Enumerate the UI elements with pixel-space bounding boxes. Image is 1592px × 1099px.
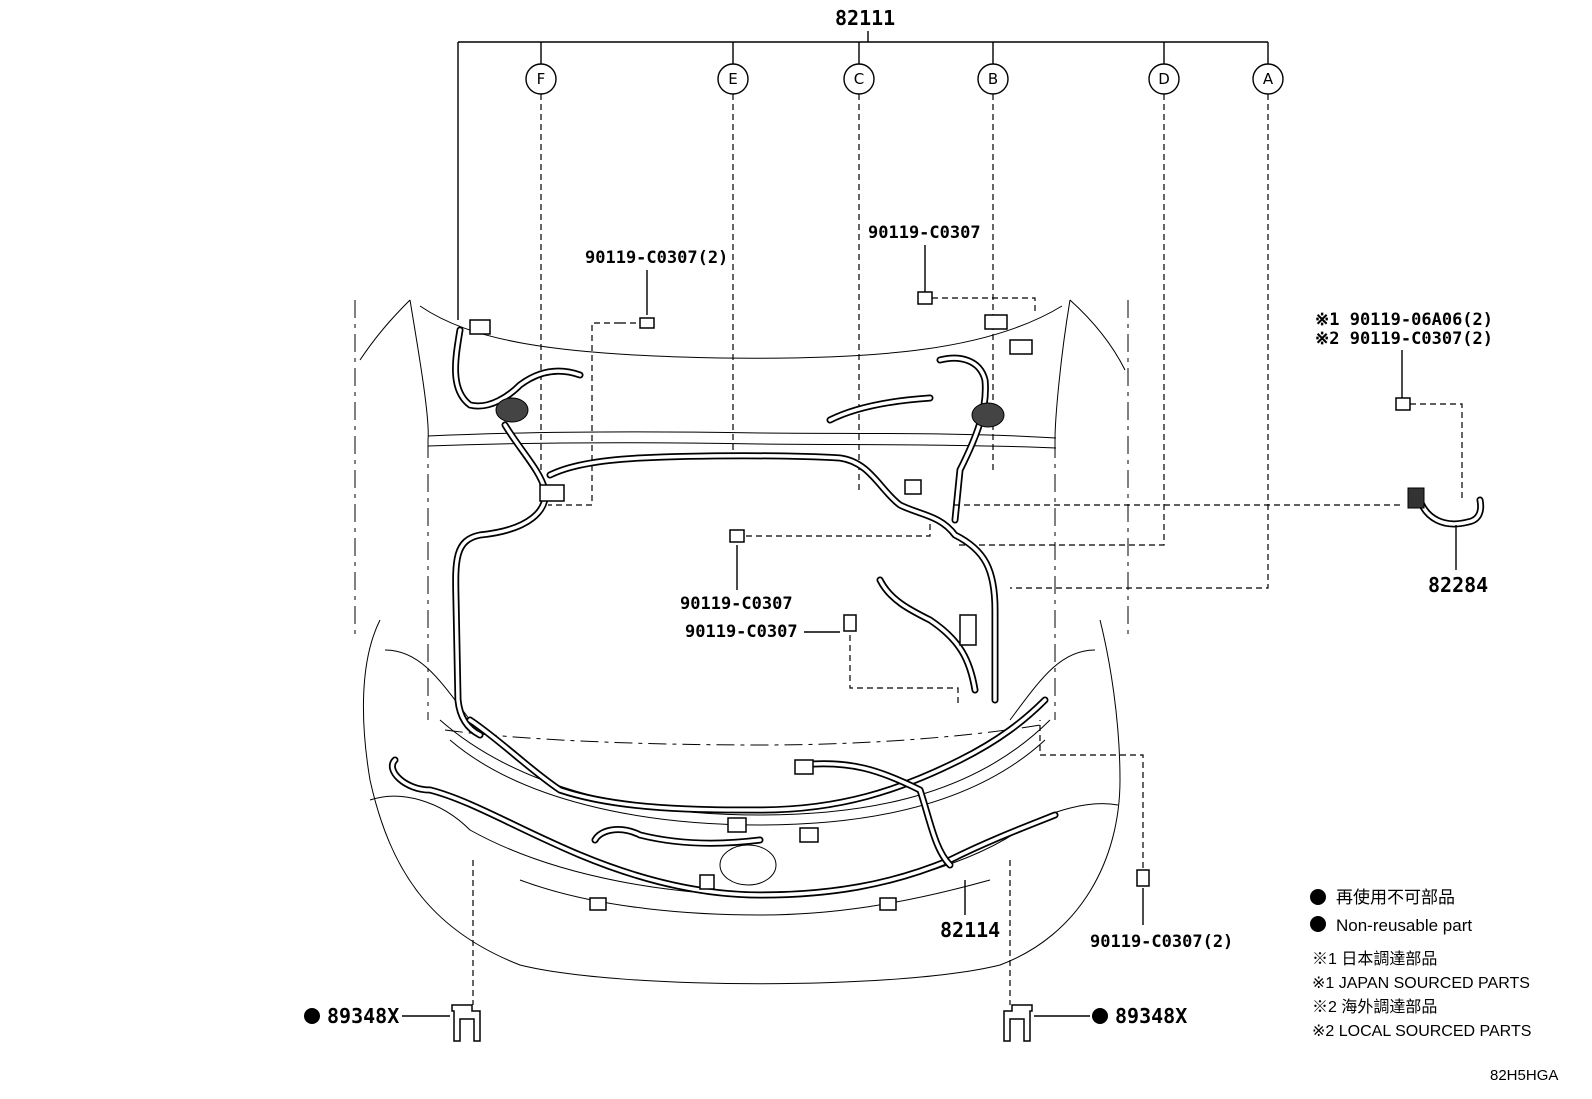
connector-circle-f: F — [525, 63, 557, 95]
main-part-bracket: 82111 — [457, 6, 1269, 320]
bolt-bottom-right-label: 90119-C0307(2) — [1090, 932, 1233, 952]
connector-circle-d: D — [1148, 63, 1180, 95]
bolt-bottom-right: 90119-C0307(2) — [1039, 720, 1233, 952]
nonreusable-dot-icon — [1092, 1008, 1108, 1024]
part-82284-label: 82284 — [1428, 573, 1488, 597]
connector-circle-b: B — [977, 63, 1009, 95]
bolt-center-2-label: 90119-C0307 — [685, 622, 798, 642]
legend-note2-en: ※2 LOCAL SOURCED PARTS — [1312, 1023, 1531, 1040]
clip-left-label: 89348X — [327, 1004, 399, 1028]
bolt-center-2: 90119-C0307 — [685, 614, 959, 705]
part-82114: 82114 — [940, 880, 1000, 942]
bolt-center-1-label: 90119-C0307 — [680, 594, 793, 614]
connector-leaders — [540, 94, 1269, 589]
bolt-top-left-label: 90119-C0307(2) — [585, 248, 728, 268]
connector-circle-e: E — [717, 63, 749, 95]
car-body-outline — [354, 299, 1129, 985]
nonreusable-dot-icon — [1310, 889, 1326, 905]
bolt-side-1-label: ※1 90119-06A06(2) — [1315, 310, 1493, 330]
connector-letter: A — [1263, 70, 1274, 88]
legend-nonreuse-jp: 再使用不可部品 — [1336, 887, 1455, 907]
part-82114-label: 82114 — [940, 918, 1000, 942]
connector-circle-c: C — [843, 63, 875, 95]
bolt-top-right-label: 90119-C0307 — [868, 223, 981, 243]
front-harness-82114 — [389, 696, 1059, 911]
connector-letter: F — [537, 70, 546, 88]
connector-letter: B — [988, 70, 998, 88]
connector-circle-a: A — [1252, 63, 1284, 95]
connector-letter: C — [854, 70, 864, 88]
clip-left: 89348X — [304, 860, 481, 1042]
bolt-center-1: 90119-C0307 — [680, 520, 931, 614]
legend-nonreuse-en: Non-reusable part — [1336, 916, 1472, 935]
bolt-side-2-label: ※2 90119-C0307(2) — [1315, 329, 1493, 349]
main-part-label: 82111 — [835, 6, 895, 30]
clip-right-label: 89348X — [1115, 1004, 1187, 1028]
connector-letter: E — [728, 70, 737, 88]
legend-note2-jp: ※2 海外調達部品 — [1312, 998, 1437, 1016]
legend-note1-en: ※1 JAPAN SOURCED PARTS — [1312, 975, 1530, 992]
side-harness-82284: ※1 90119-06A06(2) ※2 90119-C0307(2) 8228… — [950, 310, 1493, 597]
legend-note1-jp: ※1 日本調達部品 — [1312, 950, 1437, 968]
nonreusable-dot-icon — [304, 1008, 320, 1024]
legend: 再使用不可部品 Non-reusable part ※1 日本調達部品 ※1 J… — [1310, 887, 1531, 1040]
main-harness-82111 — [452, 314, 1033, 739]
figure-code: 82H5HGA — [1490, 1067, 1558, 1084]
nonreusable-dot-icon — [1310, 916, 1326, 932]
bolt-top-left: 90119-C0307(2) — [548, 248, 728, 506]
connector-letter: D — [1158, 70, 1170, 88]
bolt-top-right: 90119-C0307 — [868, 223, 1036, 315]
clip-right: 89348X — [1003, 860, 1187, 1042]
